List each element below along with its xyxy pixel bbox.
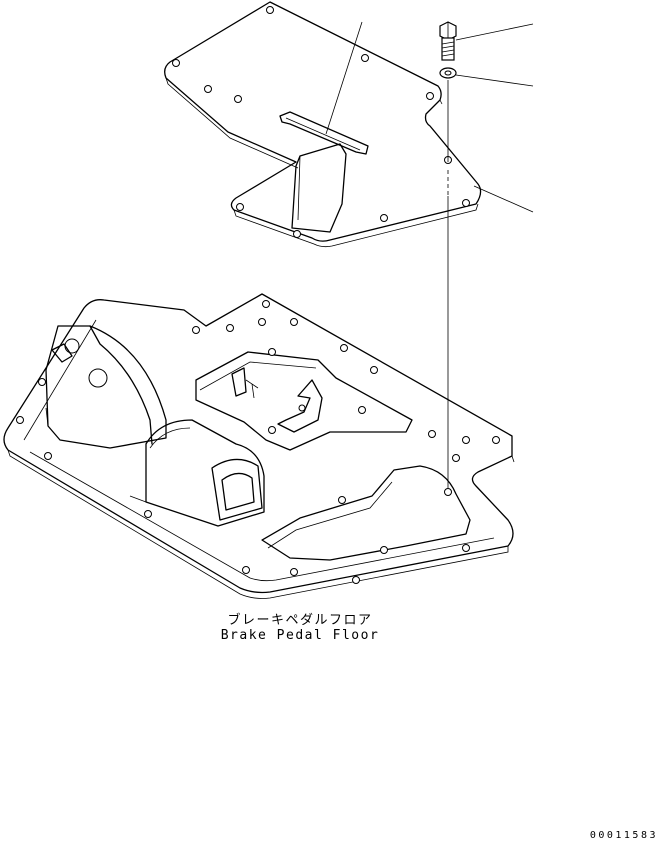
caption-japanese: ブレーキペダルフロア xyxy=(227,613,373,628)
caption-english: Brake Pedal Floor xyxy=(220,628,380,643)
lower-frame-holes xyxy=(16,300,500,584)
bolt xyxy=(439,21,457,61)
leader-lines xyxy=(325,21,534,213)
part-number: 00011583 xyxy=(589,830,658,841)
upper-plate-holes xyxy=(172,6,470,238)
upper-floor-plate xyxy=(164,1,482,248)
lower-floor-frame xyxy=(3,293,515,599)
washer xyxy=(439,67,457,79)
